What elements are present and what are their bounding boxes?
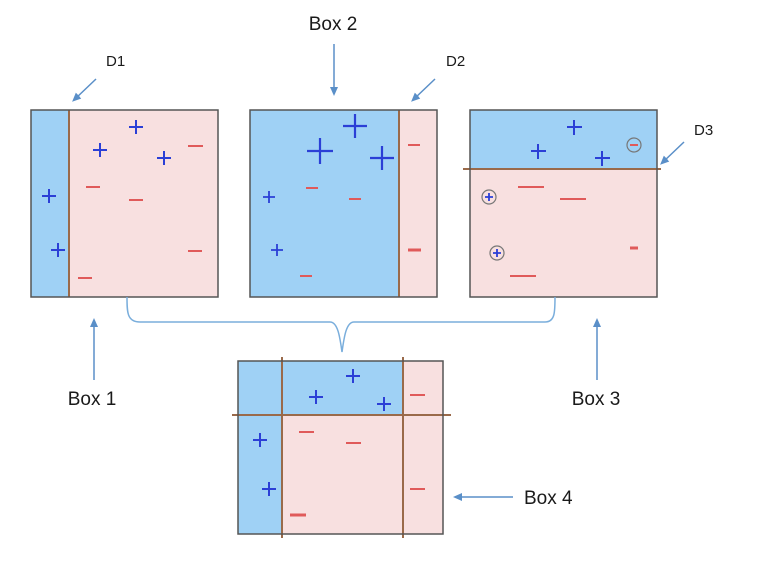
d2-label: D2 [446,53,465,70]
box-2-label: Box 2 [309,14,358,35]
minus-signs [300,144,421,277]
plus-signs [42,120,171,257]
box-2 [249,109,438,298]
box-4-border [237,360,444,535]
negative-region-right [403,361,443,534]
box-4 [232,357,451,538]
minus-signs [510,186,638,277]
d2-arrow [411,78,436,102]
plus-signs [263,114,394,256]
positive-region [470,110,657,169]
plus-signs [253,369,391,496]
box-1-border [30,109,219,298]
box-3-label: Box 3 [572,389,621,410]
box-2-border [249,109,438,298]
positive-region-left [238,361,282,534]
positive-region [250,110,399,297]
arrows [72,44,685,501]
minus-signs [290,394,425,517]
d1-arrow [72,78,97,102]
circled-plus-signs [481,189,505,261]
box-3-border [469,109,658,298]
merge-brace [126,296,556,353]
plus-signs [531,120,610,166]
d3-arrow [660,141,685,165]
negative-region [399,110,437,297]
box-4-label: Box 4 [524,488,573,509]
box-1 [30,109,219,298]
negative-region [470,169,657,297]
box-1-label: Box 1 [68,389,117,410]
circled-minus-sign [626,137,642,153]
negative-region [69,110,218,297]
positive-region [31,110,69,297]
minus-signs [78,145,203,279]
box-3 [463,109,661,298]
positive-region-top [282,361,403,415]
d3-label: D3 [694,122,713,139]
d1-label: D1 [106,53,125,70]
